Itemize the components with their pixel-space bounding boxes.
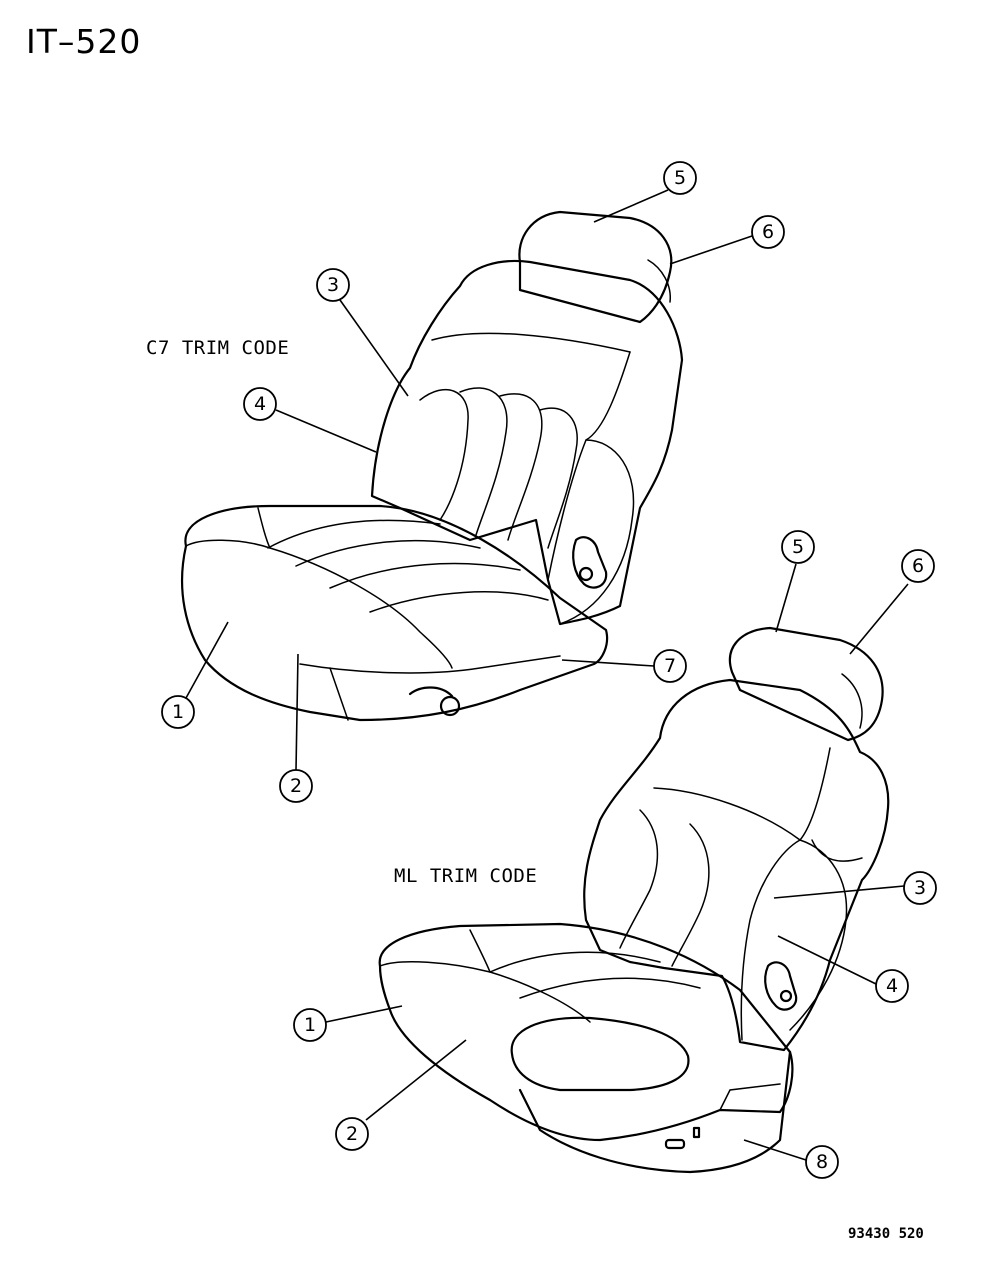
c7-backrest-pleat	[499, 393, 543, 541]
callout-ml-3: 3	[903, 871, 937, 905]
ml-backrest	[583, 678, 890, 1052]
ml-leader-5	[775, 563, 797, 633]
callout-c7-3: 3	[316, 268, 350, 302]
ml-front-bolster	[510, 1016, 690, 1092]
c7-recline-handle	[572, 536, 608, 589]
c7-backrest-pleat	[459, 387, 508, 536]
c7-side-panel	[559, 439, 635, 625]
c7-leader-2	[295, 653, 299, 771]
c7-leader-4	[275, 409, 377, 453]
trim-label-ml: ML TRIM CODE	[394, 865, 538, 887]
c7-seat-lever	[408, 686, 454, 698]
svg-text:5: 5	[674, 167, 686, 189]
ml-backrest-top-seam	[653, 787, 801, 841]
ml-leader-6	[849, 583, 909, 655]
c7-front-skirt	[329, 667, 349, 721]
c7-leader-1	[185, 621, 229, 699]
c7-backrest-side-seam	[547, 351, 631, 581]
c7-backrest-pleat	[419, 389, 469, 521]
callout-ml-6: 6	[901, 549, 935, 583]
figure-number: 93430 520	[848, 1226, 924, 1242]
ml-bolster-seam	[469, 929, 491, 973]
c7-backrest-pleat	[539, 407, 578, 549]
ml-base-skirt	[518, 1050, 792, 1174]
c7-recline-knob	[578, 566, 594, 582]
callout-c7-6: 6	[751, 215, 785, 249]
ml-bolster-seam	[379, 960, 591, 1023]
svg-text:8: 8	[816, 1151, 828, 1173]
svg-text:3: 3	[327, 274, 339, 296]
c7-front-skirt	[299, 655, 561, 674]
leader-lines	[185, 189, 909, 1161]
ml-leader-4	[777, 935, 877, 985]
ml-leader-3	[773, 885, 905, 899]
ml-leader-8	[743, 1139, 807, 1161]
callout-c7-4: 4	[243, 387, 277, 421]
c7-backrest	[370, 259, 684, 626]
ml-power-switch	[664, 1138, 686, 1150]
c7-headrest	[518, 210, 673, 324]
svg-text:5: 5	[792, 536, 804, 558]
callouts-c7: 5 6 3 4 7 1 2	[161, 161, 785, 803]
c7-leader-7	[561, 659, 655, 667]
ml-recline-knob	[779, 989, 793, 1003]
callout-c7-2: 2	[279, 769, 313, 803]
svg-text:2: 2	[290, 775, 302, 797]
ml-backrest-pleat	[619, 809, 659, 949]
callout-ml-8: 8	[805, 1145, 839, 1179]
callout-ml-1: 1	[293, 1008, 327, 1042]
svg-text:2: 2	[346, 1123, 358, 1145]
page-code: IT–520	[26, 22, 142, 61]
c7-seat-cushion	[180, 504, 609, 722]
svg-text:1: 1	[172, 701, 184, 723]
svg-text:6: 6	[912, 555, 924, 577]
c7-bolster-seam	[257, 507, 271, 549]
c7-cushion-pleat	[267, 519, 441, 549]
ml-power-switch-button	[692, 1126, 701, 1139]
c7-leader-6	[669, 235, 753, 265]
c7-cushion-pleat	[295, 539, 481, 567]
ml-seat-cushion	[378, 922, 794, 1142]
ml-headrest-seam	[841, 673, 863, 729]
ml-cushion-pleat	[489, 951, 661, 973]
ml-side-panel	[789, 839, 848, 1031]
svg-text:4: 4	[886, 975, 898, 997]
c7-backrest-top-seam	[431, 332, 631, 353]
c7-leader-5	[593, 189, 669, 223]
svg-text:4: 4	[254, 393, 266, 415]
ml-leader-2	[365, 1039, 467, 1121]
c7-leader-3	[339, 299, 409, 397]
svg-text:1: 1	[304, 1014, 316, 1036]
ml-backrest-pleat	[671, 823, 710, 967]
ml-cushion-pleat	[519, 977, 701, 999]
c7-headrest-seam	[647, 259, 671, 303]
ml-backrest-notch	[811, 839, 863, 862]
trim-label-c7: C7 TRIM CODE	[146, 337, 290, 359]
callout-c7-7: 7	[653, 649, 687, 683]
c7-cushion-pleat	[369, 591, 549, 613]
ml-base-skirt-seam	[719, 1083, 781, 1111]
callouts-ml: 5 6 3 4 1 2 8	[293, 530, 937, 1179]
ml-headrest	[729, 626, 884, 742]
c7-seat-lever-knob	[439, 695, 461, 717]
callout-ml-5: 5	[781, 530, 815, 564]
c7-bolster-seam	[185, 539, 453, 669]
ml-leader-1	[325, 1005, 403, 1023]
svg-text:3: 3	[914, 877, 926, 899]
ml-backrest-side-seam	[740, 747, 831, 1041]
seat-ml-illustration	[378, 626, 890, 1174]
c7-cushion-pleat	[329, 562, 521, 589]
callout-c7-1: 1	[161, 695, 195, 729]
callout-ml-2: 2	[335, 1117, 369, 1151]
callout-ml-4: 4	[875, 969, 909, 1003]
seat-c7-illustration	[180, 210, 684, 722]
svg-text:6: 6	[762, 221, 774, 243]
svg-text:7: 7	[664, 655, 676, 677]
callout-c7-5: 5	[663, 161, 697, 195]
ml-recline-handle	[764, 961, 798, 1011]
